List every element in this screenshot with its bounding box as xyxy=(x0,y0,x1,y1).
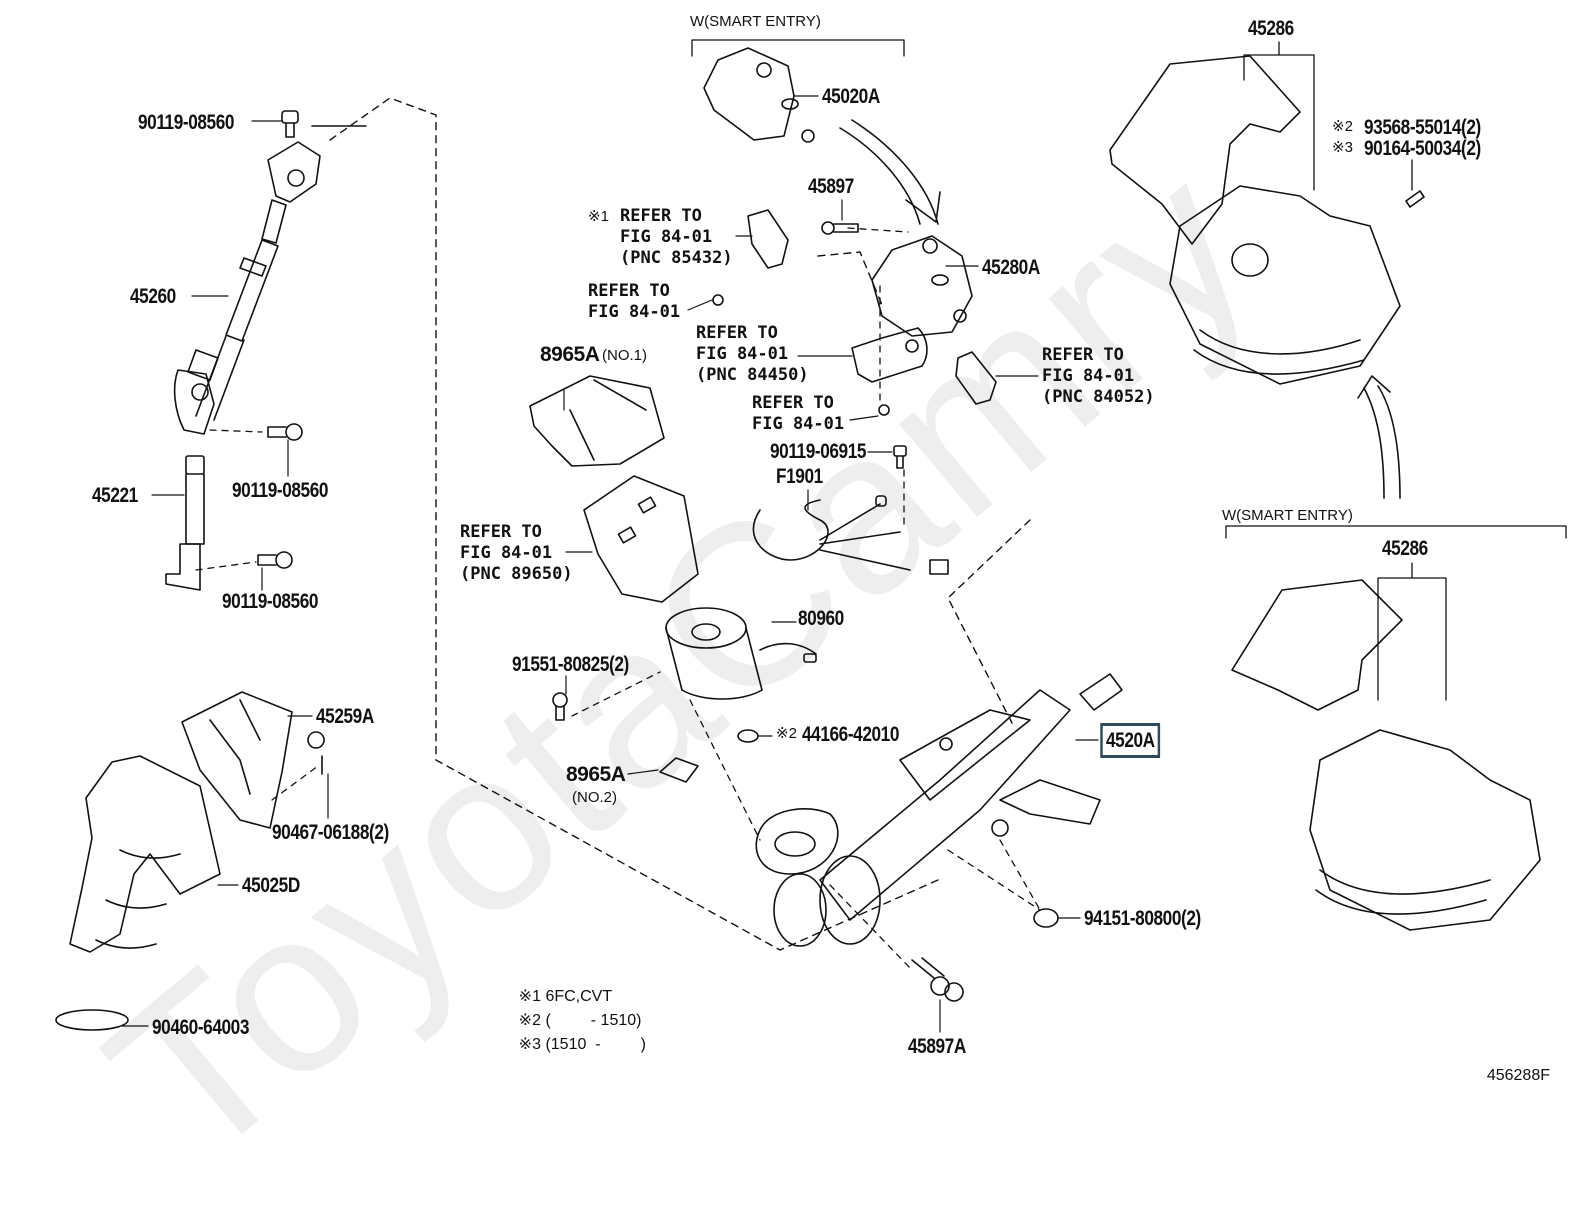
part-suffix: (NO.1) xyxy=(602,347,647,364)
refer-line-1: REFER TO xyxy=(620,206,702,226)
note-row: ※2 ( - 1510) xyxy=(492,982,642,1060)
part-label-45286[interactable]: 45286 xyxy=(1248,17,1294,40)
arrow-down-icon xyxy=(839,119,941,225)
part-number: 44166-42010 xyxy=(802,723,900,746)
refer-line-3: (PNC 85432) xyxy=(620,248,733,268)
part-label-45260[interactable]: 45260 xyxy=(130,285,176,308)
shaft-45221 xyxy=(165,455,205,591)
switch-85432 xyxy=(747,209,789,269)
group-label-smart-entry-right: W(SMART ENTRY) xyxy=(1222,507,1353,524)
diagram-line-art xyxy=(55,39,1567,1033)
refer-line-1: REFER TO xyxy=(588,281,670,301)
part-label-45897[interactable]: 45897 xyxy=(808,175,854,198)
bolt-icons xyxy=(257,110,1425,1002)
note-mark: ※2 xyxy=(1332,118,1353,135)
figure-id: 456288F xyxy=(1486,1067,1550,1084)
note-row: ※1 6FC,CVT xyxy=(492,958,612,1036)
part-label-F1901[interactable]: F1901 xyxy=(776,465,823,488)
cover-45286-top xyxy=(1109,55,1401,385)
part-label-90460-64003[interactable]: 90460-64003 xyxy=(152,1016,250,1039)
refer-line-3: (PNC 89650) xyxy=(460,564,573,584)
part-label-8965A-no2[interactable]: 8965A (NO.2) xyxy=(566,763,626,805)
refer-line-2: FIG 84-01 xyxy=(588,302,681,322)
note-mark: ※2 xyxy=(518,1012,541,1029)
nut-94151 xyxy=(1033,908,1059,928)
part-label-45025D[interactable]: 45025D xyxy=(242,874,300,897)
note-mark: ※2 xyxy=(776,725,797,742)
part-label-90467-06188[interactable]: 90467-06188(2) xyxy=(272,821,389,844)
part-label-90119-08560[interactable]: 90119-08560 xyxy=(232,479,329,502)
sensor-84450 xyxy=(851,327,928,383)
oring-44166 xyxy=(737,729,759,743)
arrow-up-icon xyxy=(1357,375,1401,499)
part-label-80960[interactable]: 80960 xyxy=(798,607,844,630)
note-text: ( - 1510) xyxy=(545,1012,642,1029)
part-label-91551-80825[interactable]: 91551-80825(2) xyxy=(512,653,629,676)
note-text: (1510 - ) xyxy=(545,1036,646,1053)
part-label-45259A[interactable]: 45259A xyxy=(316,705,374,728)
leader-brackets xyxy=(691,39,1567,701)
cover-45286-right xyxy=(1231,579,1541,931)
note-row: ※3 (1510 - ) xyxy=(492,1006,646,1084)
part-label-90119-06915[interactable]: 90119-06915 xyxy=(770,440,867,463)
note-mark: ※3 xyxy=(518,1036,541,1053)
attachment-dashes xyxy=(195,227,1041,971)
housing-45020A xyxy=(703,47,815,143)
note-mark: ※3 xyxy=(1332,139,1353,156)
refer-line-2: FIG 84-01 xyxy=(752,414,845,434)
refer-line-2: FIG 84-01 xyxy=(696,344,789,364)
refer-line-2: FIG 84-01 xyxy=(1042,366,1135,386)
refer-line-1: REFER TO xyxy=(1042,345,1124,365)
note-mark: ※1 xyxy=(518,988,541,1005)
refer-line-2: FIG 84-01 xyxy=(620,227,713,247)
part-label-94151-80800[interactable]: 94151-80800(2) xyxy=(1084,907,1201,930)
part-number: 93568-55014(2) xyxy=(1364,116,1481,139)
sensor-84052 xyxy=(955,351,997,405)
bracket-8965A-no2 xyxy=(659,757,699,783)
part-number: 90164-50034(2) xyxy=(1364,137,1481,160)
part-label-45221[interactable]: 45221 xyxy=(92,484,138,507)
note-mark: ※1 xyxy=(588,208,609,225)
motor-80960 xyxy=(665,607,817,700)
part-number: 8965A xyxy=(540,343,600,366)
ecu-89650 xyxy=(583,475,699,603)
part-label-90119-08560[interactable]: 90119-08560 xyxy=(222,590,319,613)
part-suffix: (NO.2) xyxy=(572,789,617,806)
part-label-4520A-highlighted[interactable]: 4520A xyxy=(1100,723,1161,758)
refer-line-1: REFER TO xyxy=(460,522,542,542)
harness-F1901 xyxy=(752,495,949,575)
part-label-45286[interactable]: 45286 xyxy=(1382,537,1428,560)
part-label-45280A[interactable]: 45280A xyxy=(982,256,1040,279)
refer-line-1: REFER TO xyxy=(752,393,834,413)
refer-line-1: REFER TO xyxy=(696,323,778,343)
part-label-8965A-no1[interactable]: 8965A (NO.1) xyxy=(540,343,647,366)
boot-45025D xyxy=(55,755,221,1031)
part-label-90119-08560[interactable]: 90119-08560 xyxy=(138,111,235,134)
housing-45280A xyxy=(871,235,973,337)
parts-diagram: ToyotaCamry xyxy=(55,13,1567,1210)
part-label-45020A[interactable]: 45020A xyxy=(822,85,880,108)
cover-8965A-no1 xyxy=(529,375,665,467)
cover-45259A xyxy=(181,691,325,829)
intermediate-shaft-45260 xyxy=(173,125,367,435)
note-text: 6FC,CVT xyxy=(545,988,613,1005)
refer-line-3: (PNC 84052) xyxy=(1042,387,1155,407)
group-label-smart-entry-top: W(SMART ENTRY) xyxy=(690,13,821,30)
refer-line-2: FIG 84-01 xyxy=(460,543,553,563)
column-4520A xyxy=(755,673,1123,947)
leader-lines xyxy=(121,95,1099,1033)
refer-line-3: (PNC 84450) xyxy=(696,365,809,385)
part-label-45897A[interactable]: 45897A xyxy=(908,1035,966,1058)
part-number: 8965A xyxy=(566,763,626,786)
